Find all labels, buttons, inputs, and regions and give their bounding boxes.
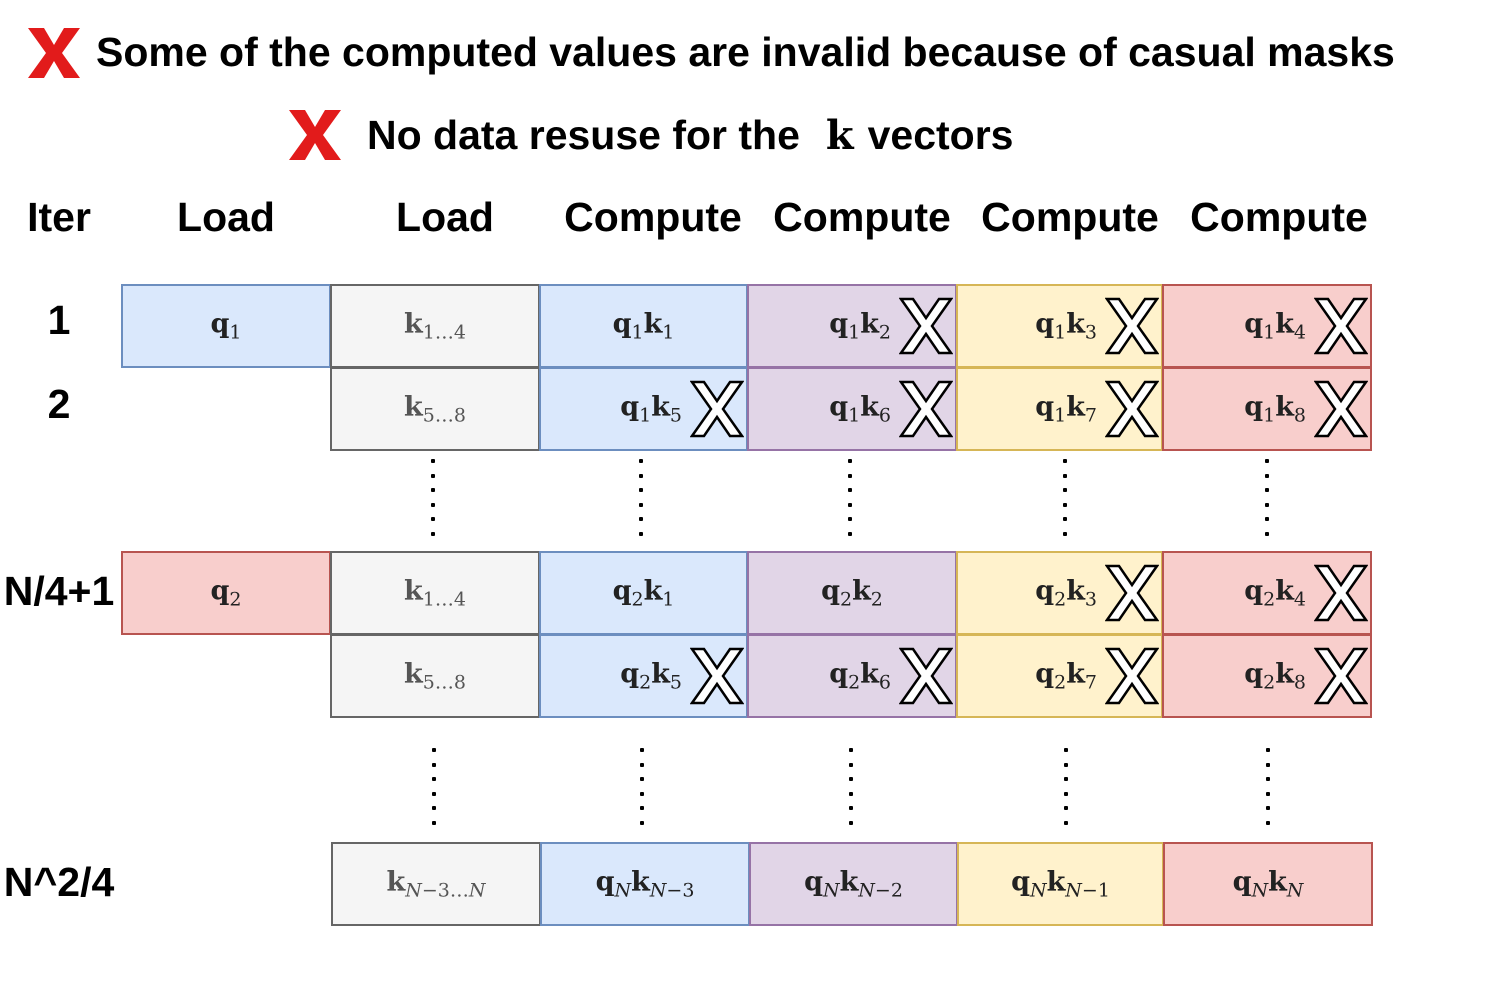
q-load-cell: q2 <box>121 551 331 635</box>
compute-cell: qNkN−2 <box>749 842 958 926</box>
compute-cell-label: qNkN−3 <box>595 866 695 902</box>
ellipsis-dots <box>639 459 643 536</box>
compute-cell: q2k6 <box>747 634 957 718</box>
invalid-x-icon <box>1105 380 1159 438</box>
ellipsis-dots <box>849 748 853 825</box>
compute-cell: q1k3 <box>956 284 1163 368</box>
compute-cell: qNkN−1 <box>957 842 1164 926</box>
k-load-cell-label: kN−3…N <box>386 866 486 902</box>
legend-reuse-before: No data resuse for the <box>367 112 800 158</box>
ellipsis-dots <box>432 748 436 825</box>
k-load-cell: k1…4 <box>330 551 540 635</box>
compute-cell: q1k2 <box>747 284 957 368</box>
compute-cell: q1k4 <box>1162 284 1372 368</box>
compute-cell: q2k3 <box>956 551 1163 635</box>
invalid-x-icon <box>1105 297 1159 355</box>
q-load-cell-label: q2 <box>210 575 242 611</box>
compute-cell-label: qNkN <box>1232 866 1304 902</box>
compute-cell: q2k2 <box>747 551 957 635</box>
legend-k-symbol: k <box>825 112 854 159</box>
header-compute-1: Compute <box>564 194 742 240</box>
compute-cell-label: qNkN−1 <box>1011 866 1110 902</box>
compute-cell-label: q2k1 <box>612 575 675 611</box>
compute-cell-label: q1k6 <box>829 391 891 427</box>
compute-cell: q1k1 <box>539 284 748 368</box>
ellipsis-dots <box>1265 459 1269 536</box>
iter-label: N^2/4 <box>3 859 115 905</box>
k-load-cell: k5…8 <box>330 367 540 451</box>
compute-cell-label: q2k3 <box>1035 575 1097 611</box>
k-load-cell: kN−3…N <box>331 842 541 926</box>
compute-cell-label: q2k5 <box>620 658 682 694</box>
compute-cell: q2k7 <box>956 634 1163 718</box>
compute-cell: q2k8 <box>1162 634 1372 718</box>
k-load-cell: k1…4 <box>330 284 540 368</box>
compute-cell: qNkN−3 <box>540 842 750 926</box>
compute-cell-label: q1k8 <box>1244 391 1306 427</box>
iter-label: 2 <box>47 381 71 427</box>
compute-cell-label: qNkN−2 <box>804 866 903 902</box>
compute-cell: qNkN <box>1163 842 1373 926</box>
k-load-cell-label: k1…4 <box>404 575 466 611</box>
compute-cell: q2k1 <box>539 551 748 635</box>
iter-label: N/4+1 <box>3 568 115 614</box>
header-compute-2: Compute <box>773 194 951 240</box>
invalid-x-icon <box>899 380 953 438</box>
k-load-cell-label: k5…8 <box>404 391 466 427</box>
compute-cell-label: q1k3 <box>1035 308 1097 344</box>
invalid-x-icon <box>690 647 744 705</box>
compute-cell: q2k4 <box>1162 551 1372 635</box>
compute-cell: q1k7 <box>956 367 1163 451</box>
legend-reuse-after: vectors <box>867 112 1014 158</box>
ellipsis-dots <box>1266 748 1270 825</box>
ellipsis-dots <box>1063 459 1067 536</box>
compute-cell-label: q1k5 <box>620 391 682 427</box>
invalid-x-icon <box>1314 297 1368 355</box>
compute-cell: q2k5 <box>539 634 748 718</box>
header-load-k: Load <box>396 194 494 240</box>
header-compute-3: Compute <box>981 194 1159 240</box>
k-load-cell: k5…8 <box>330 634 540 718</box>
compute-cell-label: q2k2 <box>821 575 883 611</box>
compute-cell-label: q1k2 <box>829 308 891 344</box>
k-load-cell-label: k5…8 <box>404 658 466 694</box>
header-iter: Iter <box>27 194 91 240</box>
k-load-cell-label: k1…4 <box>404 308 466 344</box>
invalid-x-icon <box>899 647 953 705</box>
compute-cell-label: q2k6 <box>829 658 891 694</box>
invalid-x-icon <box>1314 647 1368 705</box>
compute-cell: q1k8 <box>1162 367 1372 451</box>
red-x-icon <box>289 110 341 160</box>
iter-label: 1 <box>47 297 71 343</box>
compute-cell: q1k6 <box>747 367 957 451</box>
ellipsis-dots <box>640 748 644 825</box>
compute-cell-label: q2k4 <box>1244 575 1306 611</box>
ellipsis-dots <box>848 459 852 536</box>
q-load-cell-label: q1 <box>210 308 242 344</box>
red-x-icon <box>28 28 80 78</box>
legend-reuse-text: No data resuse for the k vectors <box>367 115 1013 156</box>
compute-cell-label: q2k8 <box>1244 658 1306 694</box>
compute-cell-label: q2k7 <box>1035 658 1097 694</box>
compute-cell: q1k5 <box>539 367 748 451</box>
q-load-cell: q1 <box>121 284 331 368</box>
header-load-q: Load <box>177 194 275 240</box>
invalid-x-icon <box>690 380 744 438</box>
invalid-x-icon <box>1105 647 1159 705</box>
invalid-x-icon <box>1105 564 1159 622</box>
legend-masks-text: Some of the computed values are invalid … <box>96 29 1395 75</box>
invalid-x-icon <box>1314 380 1368 438</box>
compute-cell-label: q1k4 <box>1244 308 1306 344</box>
ellipsis-dots <box>431 459 435 536</box>
ellipsis-dots <box>1064 748 1068 825</box>
invalid-x-icon <box>899 297 953 355</box>
header-compute-4: Compute <box>1190 194 1368 240</box>
compute-cell-label: q1k1 <box>612 308 675 344</box>
compute-cell-label: q1k7 <box>1035 391 1097 427</box>
invalid-x-icon <box>1314 564 1368 622</box>
